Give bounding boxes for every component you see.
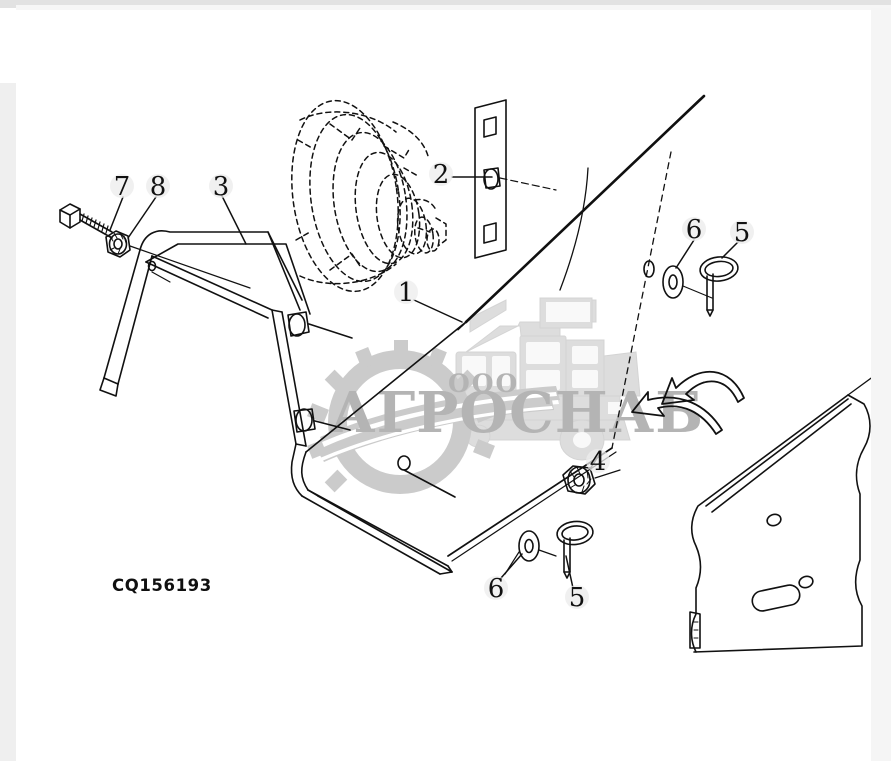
watermark-ooo: ООО xyxy=(448,369,519,398)
callout-6-upper[interactable]: 6 xyxy=(686,215,703,245)
leader-line-5u xyxy=(721,241,739,259)
left-gutter-top xyxy=(0,8,16,83)
callout-6-lower[interactable]: 6 xyxy=(488,574,505,604)
callout-3[interactable]: 3 xyxy=(213,172,230,202)
combine-harvester-highlights xyxy=(462,302,622,448)
right-gutter xyxy=(871,8,891,761)
support-bracket-arm xyxy=(99,230,353,447)
field-stripes-icon xyxy=(318,386,560,462)
callout-7[interactable]: 7 xyxy=(114,172,131,202)
leader-line-3 xyxy=(221,195,247,245)
ring-pin-upper xyxy=(699,256,739,317)
impeller-rotor-assembly xyxy=(291,99,447,293)
leader-line-7 xyxy=(109,196,124,231)
callout-5-upper[interactable]: 5 xyxy=(734,218,751,248)
callout-5-lower[interactable]: 5 xyxy=(569,583,586,613)
flange-lock-nut-8 xyxy=(105,230,251,289)
leader-line-1 xyxy=(413,299,463,323)
callout-1[interactable]: 1 xyxy=(398,278,415,308)
flat-washer-upper xyxy=(643,260,713,299)
hex-lock-nut-4 xyxy=(562,465,621,495)
part-number-label: CQ156193 xyxy=(112,576,212,595)
callout-8[interactable]: 8 xyxy=(150,172,167,202)
leader-line-5l xyxy=(565,555,574,589)
mounting-strap-plate xyxy=(474,99,557,259)
leader-line-8 xyxy=(127,196,157,239)
leader-line-6u xyxy=(675,239,695,269)
flat-washer-lower xyxy=(504,530,557,575)
assembly-arrows xyxy=(631,371,745,435)
watermark-company-name: АГРОСНАБ xyxy=(330,380,704,446)
hex-head-bolt xyxy=(59,203,113,239)
main-deflector-shield xyxy=(290,94,706,575)
callout-2[interactable]: 2 xyxy=(433,160,450,190)
ring-pin-lower xyxy=(556,520,594,579)
top-border-strip-inner xyxy=(16,5,891,10)
left-gutter-bottom xyxy=(0,83,16,761)
callout-4[interactable]: 4 xyxy=(590,447,607,477)
detached-side-panel xyxy=(689,377,871,653)
callout-group: 1 2 3 4 5 6 5 6 7 8 xyxy=(109,160,754,613)
top-border-strip xyxy=(0,0,891,8)
leader-line-6l xyxy=(500,553,523,579)
